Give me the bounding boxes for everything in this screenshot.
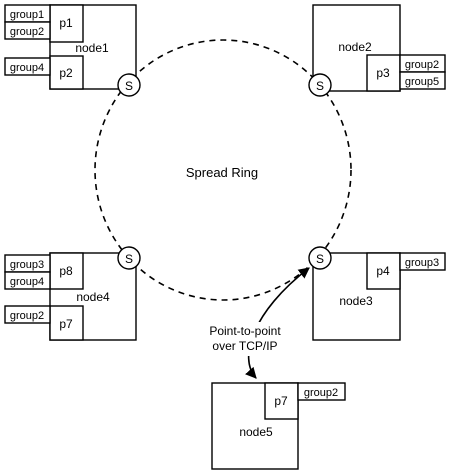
- svg-text:S: S: [316, 79, 324, 93]
- node3-proc-p4-box: [366, 252, 401, 290]
- node1-p1-group2-box: [4, 21, 51, 40]
- svg-text:S: S: [316, 252, 324, 266]
- node4-p8-group3-label: group3: [10, 259, 44, 271]
- node1-p1-group2-label: group2: [10, 26, 44, 38]
- spread-ring: [94, 39, 352, 301]
- node4-p7-group2-label: group2: [10, 310, 44, 322]
- annotation-bg: [207, 322, 283, 356]
- node4-label: node4: [76, 290, 110, 304]
- daemon-node4: S: [117, 246, 141, 270]
- daemon-node1: S: [117, 73, 141, 97]
- node5-label: node5: [239, 425, 273, 439]
- node4-proc-p8-box: [49, 252, 84, 290]
- node1-p2-group4-box: [4, 57, 51, 76]
- node3-label: node3: [339, 294, 373, 308]
- node2-label: node2: [338, 40, 372, 54]
- daemon-node2: S: [308, 73, 332, 97]
- ring-label: Spread Ring: [186, 165, 258, 180]
- node2-proc-p3-box: [366, 54, 401, 92]
- node2-p3-group2-label: group2: [405, 59, 439, 71]
- node2-p3-group5-box: [399, 71, 446, 90]
- node4-p8-group4-box: [4, 271, 51, 290]
- node5-p7-group2-label: group2: [304, 387, 338, 399]
- node1-label: node1: [75, 41, 109, 55]
- node4: p8 p7 group3 group4 group2 node4: [4, 252, 137, 341]
- node4-p7-group2-box: [4, 305, 51, 324]
- node3-p4-group3-box: [399, 252, 446, 271]
- node4-p8-group4-label: group4: [10, 276, 44, 288]
- node3-p4-group3-label: group3: [405, 257, 439, 269]
- node1-p1-group1-label: group1: [10, 9, 44, 21]
- node1-proc-p2-label: p2: [59, 66, 73, 80]
- node4-proc-p8-label: p8: [59, 264, 73, 278]
- node3-proc-p4-label: p4: [376, 264, 390, 278]
- node1: p1 p2 group1 group2 group4 node1: [4, 4, 137, 90]
- node5: p7 group2 node5: [211, 382, 346, 470]
- node2-proc-p3-label: p3: [376, 66, 390, 80]
- node5-p7-group2-box: [297, 382, 346, 401]
- svg-text:S: S: [125, 252, 133, 266]
- node4-proc-p7-label: p7: [59, 317, 73, 331]
- node1-proc-p1-label: p1: [59, 16, 73, 30]
- svg-text:S: S: [125, 79, 133, 93]
- node3: p4 group3 node3: [312, 252, 446, 341]
- daemon-node3: S: [308, 246, 332, 270]
- node1-p2-group4-label: group4: [10, 62, 44, 74]
- node2: p3 group2 group5 node2: [312, 4, 446, 92]
- node5-proc-p7-box: [264, 382, 299, 420]
- node5-proc-p7-label: p7: [274, 394, 288, 408]
- annotation-line1: Point-to-point: [209, 324, 281, 338]
- node2-p3-group5-label: group5: [405, 76, 439, 88]
- annotation-line2: over TCP/IP: [212, 339, 277, 353]
